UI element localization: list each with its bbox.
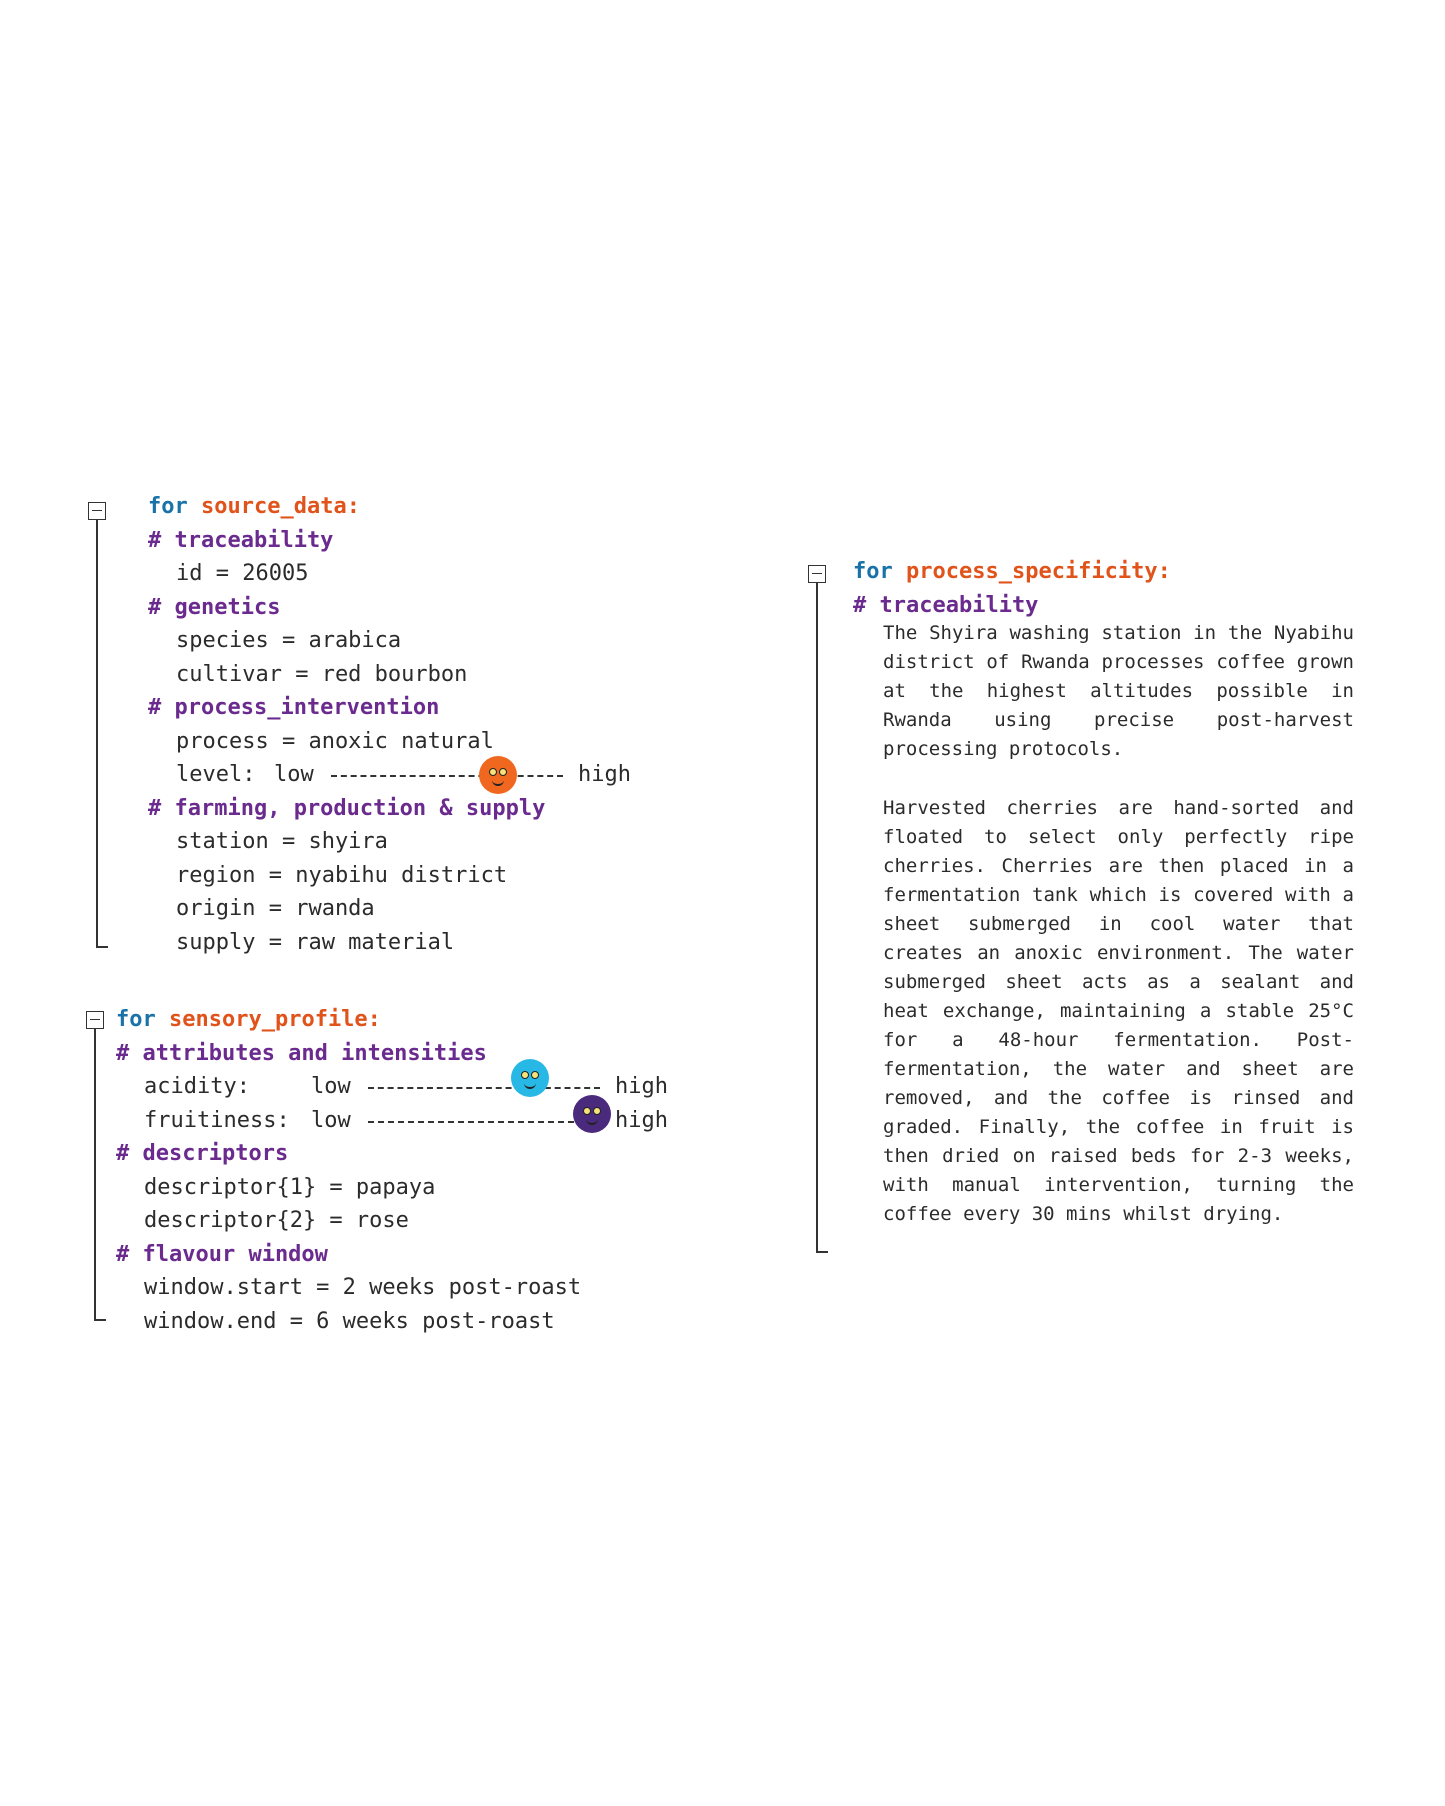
descriptor-2-line: descriptor{2} = rose <box>144 1208 409 1233</box>
level-indicator-face-icon[interactable] <box>479 756 518 794</box>
source-station-line: station = shyira <box>176 829 388 854</box>
fruitiness-low-label: low <box>311 1107 351 1133</box>
level-face-mouth <box>492 779 505 786</box>
acidity-face-left-eye <box>521 1071 530 1079</box>
sensory-profile-name: sensory_profile: <box>169 1007 381 1032</box>
process-paragraph-1: The Shyira washing station in the Nyabih… <box>883 622 1354 760</box>
fruitiness-scale-track <box>368 1120 584 1123</box>
acidity-label: acidity: <box>144 1074 250 1099</box>
source-genetics-comment: # genetics <box>148 594 281 620</box>
source-farming-comment: # farming, production & supply <box>148 795 546 821</box>
descriptors-comment: # descriptors <box>116 1141 289 1166</box>
source-data-fold-guide-end <box>96 946 108 948</box>
window-start-line: window.start = 2 weeks post-roast <box>144 1275 582 1300</box>
sensory-profile-header: for sensory_profile: <box>116 1003 381 1037</box>
source-supply-line: supply = raw material <box>176 929 455 955</box>
acidity-low-label: low <box>311 1074 351 1099</box>
process-specificity-name: process_specificity: <box>906 559 1171 584</box>
acidity-scale-track <box>368 1087 600 1089</box>
process-specificity-collapse-toggle[interactable] <box>808 565 826 583</box>
source-data-collapse-toggle[interactable] <box>88 502 106 520</box>
process-specificity-header: for process_specificity: <box>853 555 1171 589</box>
source-data-keyword: for <box>148 494 188 519</box>
fruitiness-face-right-eye <box>593 1107 601 1115</box>
fruitiness-high-label: high <box>615 1107 668 1133</box>
process-specificity-fold-guide <box>816 583 818 1253</box>
acidity-face-right-eye <box>531 1071 540 1079</box>
flavour-window-comment: # flavour window <box>116 1241 328 1267</box>
source-data-header: for source_data: <box>148 490 360 524</box>
process-specificity-fold-guide-end <box>816 1251 828 1253</box>
acidity-high-label: high <box>615 1074 668 1099</box>
level-scale-track <box>331 775 563 777</box>
source-process-intervention-comment: # process_intervention <box>148 695 440 720</box>
sensory-profile-fold-guide-end <box>94 1319 106 1321</box>
attributes-comment: # attributes and intensities <box>116 1040 487 1066</box>
level-high-label: high <box>578 762 631 787</box>
process-paragraph-2: Harvested cherries are hand-sorted and f… <box>883 797 1354 1225</box>
sensory-profile-fold-guide <box>94 1029 96 1321</box>
level-label: level: <box>176 762 256 787</box>
acidity-indicator-face-icon[interactable] <box>511 1059 550 1097</box>
source-region-line: region = nyabihu district <box>176 862 508 888</box>
source-cultivar-line: cultivar = red bourbon <box>176 661 468 687</box>
process-specificity-keyword: for <box>853 559 893 584</box>
process-specificity-comment: # traceability <box>853 592 1039 618</box>
level-face-right-eye <box>499 768 508 776</box>
acidity-face-mouth <box>524 1082 537 1089</box>
fruitiness-label: fruitiness: <box>144 1107 290 1133</box>
window-end-line: window.end = 6 weeks post-roast <box>144 1308 555 1334</box>
source-data-name: source_data: <box>201 494 360 519</box>
source-origin-line: origin = rwanda <box>176 896 375 921</box>
source-species-line: species = arabica <box>176 628 402 653</box>
sensory-profile-keyword: for <box>116 1007 156 1032</box>
source-id-line: id = 26005 <box>176 561 309 586</box>
level-face-left-eye <box>489 768 498 776</box>
sensory-profile-collapse-toggle[interactable] <box>86 1011 104 1029</box>
source-data-fold-guide <box>96 520 98 948</box>
fruitiness-face-mouth <box>586 1118 598 1125</box>
source-process-line: process = anoxic natural <box>176 728 494 754</box>
fruitiness-face-left-eye <box>583 1107 591 1115</box>
source-traceability-comment: # traceability <box>148 527 334 553</box>
fruitiness-indicator-face-icon[interactable] <box>573 1095 611 1133</box>
level-low-label: low <box>274 762 314 787</box>
descriptor-1-line: descriptor{1} = papaya <box>144 1174 436 1200</box>
